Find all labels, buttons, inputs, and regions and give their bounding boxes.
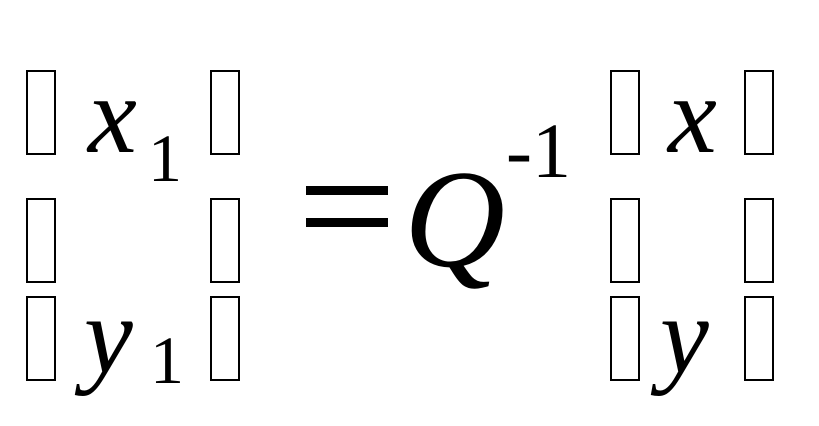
rhs-y-variable: y	[660, 274, 709, 396]
left-bracket-mid-left	[26, 198, 56, 283]
left-bracket-top-left	[26, 70, 56, 155]
equals-bottom-bar	[306, 218, 388, 227]
equals-top-bar	[306, 186, 388, 195]
right-bracket-bottom-right	[744, 296, 774, 381]
matrix-q-symbol: Q	[404, 142, 506, 297]
right-bracket-mid-right	[744, 198, 774, 283]
left-bracket-bottom-right	[210, 296, 240, 381]
lhs-x-variable: x	[88, 54, 137, 176]
right-bracket-mid-left	[610, 198, 640, 283]
lhs-y-variable: y	[84, 274, 133, 396]
right-bracket-top-right	[744, 70, 774, 155]
inverse-exponent: -1	[506, 107, 571, 194]
right-bracket-bottom-left	[610, 296, 640, 381]
left-bracket-mid-right	[210, 198, 240, 283]
right-bracket-top-left	[610, 70, 640, 155]
left-bracket-top-right	[210, 70, 240, 155]
lhs-x-subscript: 1	[148, 120, 182, 196]
left-bracket-bottom-left	[26, 296, 56, 381]
lhs-y-subscript: 1	[150, 322, 184, 398]
rhs-x-variable: x	[668, 54, 717, 176]
